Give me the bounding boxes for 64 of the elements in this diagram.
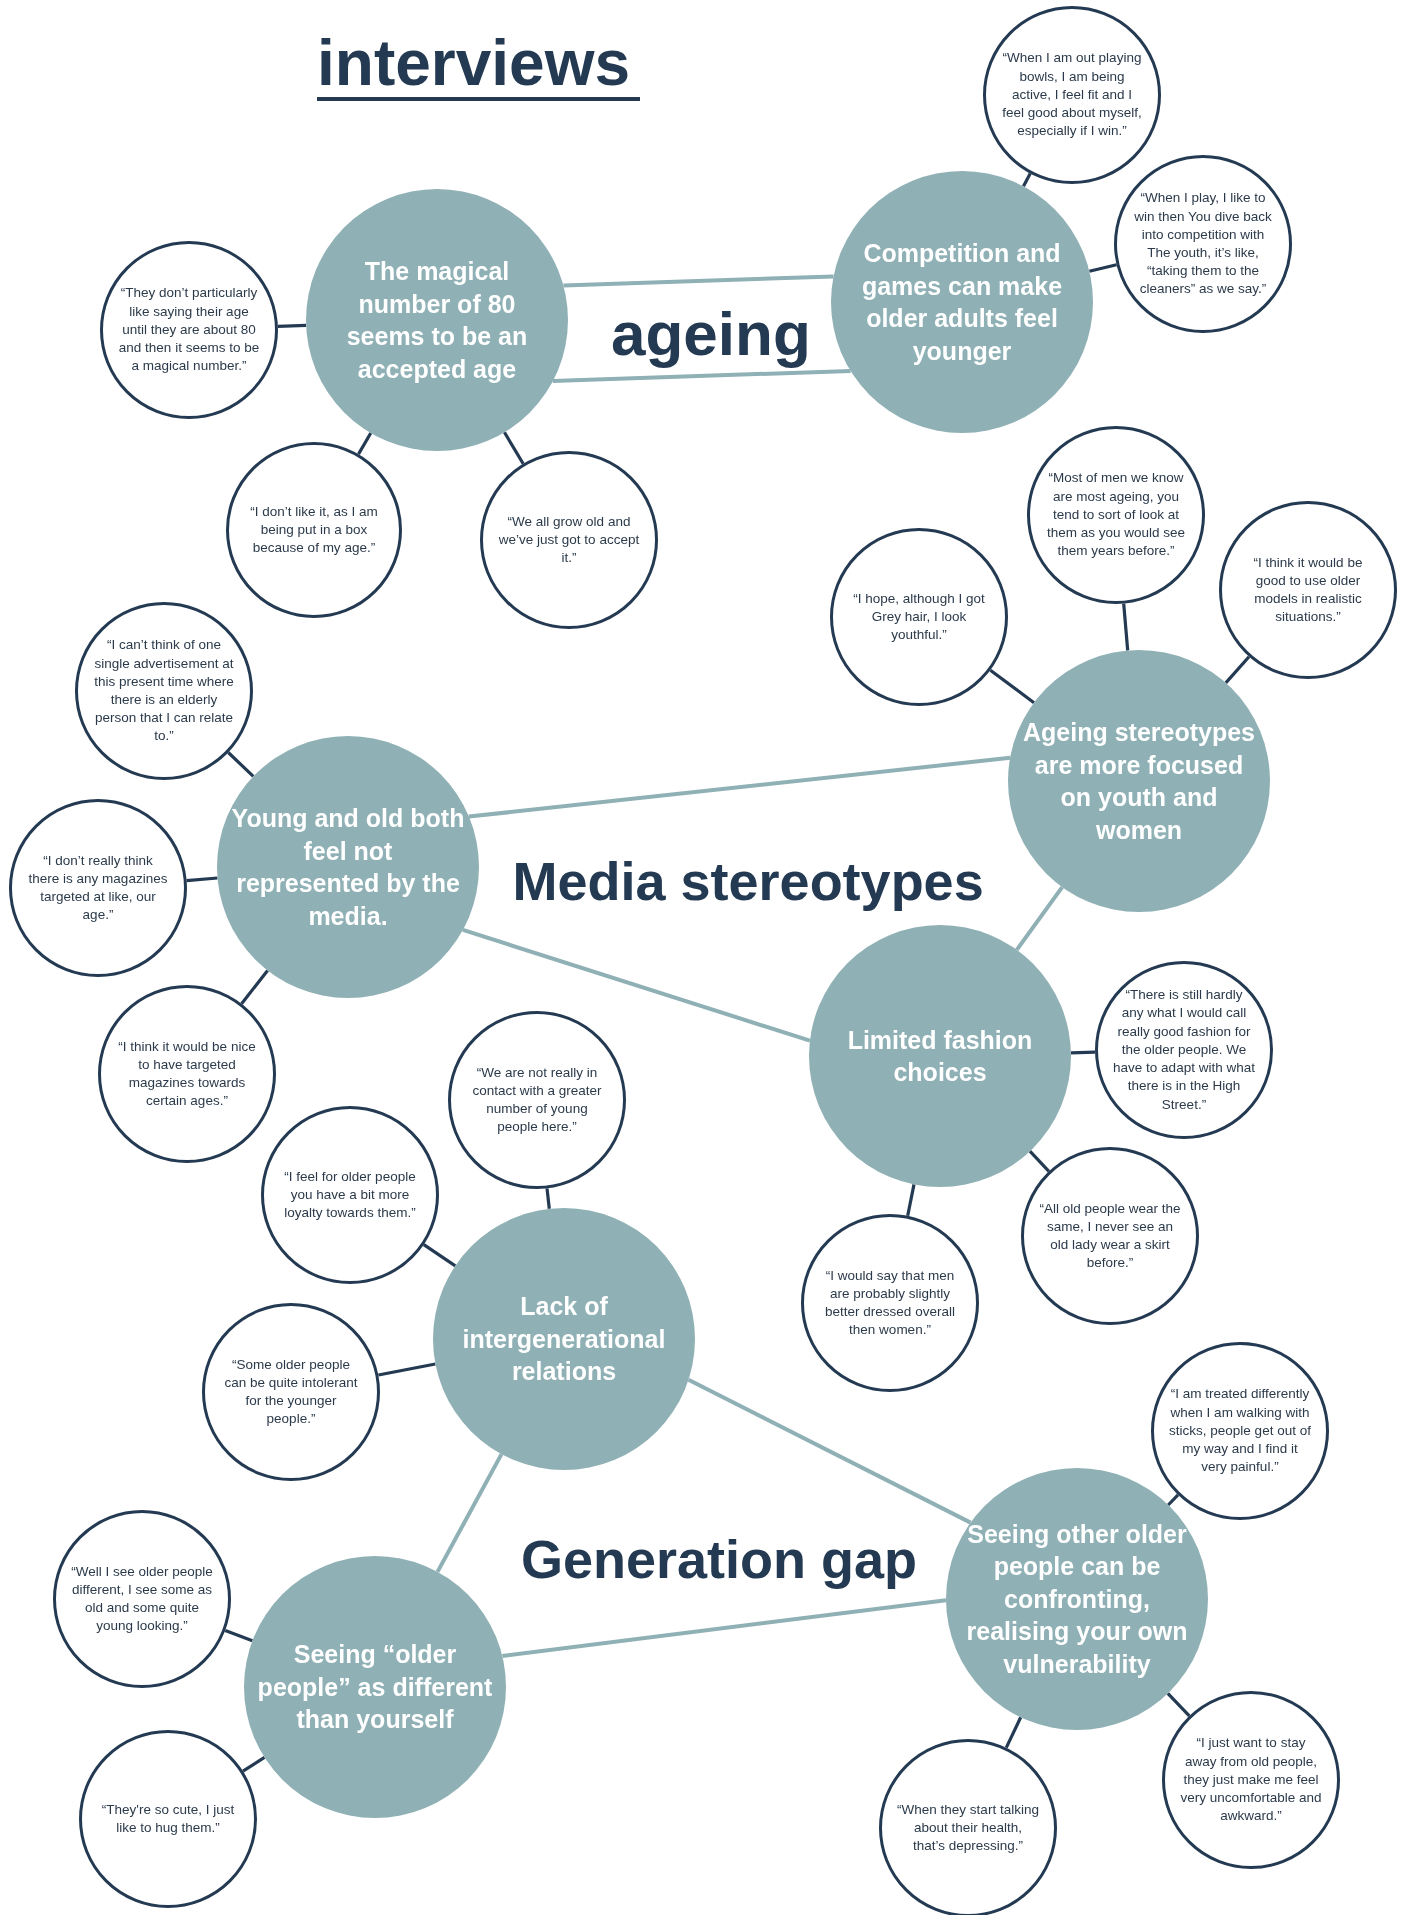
connector-line — [989, 668, 1035, 704]
quote-text: “There is still hardly any what I would call really good fashion for the older people. We have to adapt with what there is in the High Street.” — [1113, 986, 1255, 1114]
quote-text: “I think it would be good to use older models in realistic situations.” — [1252, 553, 1364, 627]
connector-line — [1070, 1050, 1096, 1055]
theme-link-line — [435, 1453, 504, 1573]
section-heading: Generation gap — [521, 1528, 918, 1590]
theme-text: Young and old both feel not represented by the media. — [230, 803, 466, 932]
theme-link-line — [502, 1598, 947, 1658]
quote-text: “I just want to stay away from old people, they just make me feel very uncomfortable and awkward.” — [1180, 1734, 1322, 1826]
theme-text: Ageing stereotypes are more focused on youth and women — [1022, 717, 1256, 846]
quote-text: “I think it would be nice to have targeted magazines towards certain ages.” — [117, 1037, 257, 1111]
connector-line — [422, 1243, 457, 1268]
quote-text: “When I am out playing bowls, I am being active, I feel fit and I feel good about myself, especially if I win.” — [1001, 49, 1143, 141]
quote-text: “They don’t particularly like saying their age until they are about 80 and then it seems to be a magical number.” — [118, 284, 260, 376]
connector-line — [1022, 172, 1032, 188]
quote-text: “I hope, although I got Grey hair, I look youthful.” — [852, 589, 986, 645]
theme-link-line — [552, 368, 851, 384]
connector-line — [1224, 655, 1251, 684]
connector-line — [1004, 1716, 1023, 1749]
quote-text: “All old people wear the same, I never see an old lady wear a skirt before.” — [1039, 1199, 1181, 1273]
connector-line — [503, 431, 525, 465]
connector-line — [227, 751, 255, 778]
theme-link-line — [462, 928, 811, 1043]
connector-line — [242, 1756, 266, 1773]
connector-line — [1122, 603, 1130, 651]
section-heading: Media stereotypes — [512, 850, 984, 912]
theme-text: Seeing other older people can be confronting, realising your own vulnerability — [965, 1518, 1189, 1680]
quote-text: “I can’t think of one single advertisement at this present time where there is an elderly person that I can relate to.” — [93, 636, 235, 746]
connector-line — [906, 1184, 916, 1217]
quote-text: “They're so cute, I just like to hug them.” — [100, 1800, 236, 1837]
connector-line — [545, 1188, 551, 1209]
theme-text: Competition and games can make older adults feel younger — [860, 238, 1064, 367]
quote-text: “When they start talking about their health, that’s depressing.” — [897, 1800, 1039, 1856]
section-heading: ageing — [611, 297, 811, 369]
connector-line — [378, 1362, 436, 1377]
connector-line — [1028, 1150, 1051, 1173]
theme-link-line — [563, 274, 834, 288]
quote-text: “I am treated differently when I am walking with sticks, people get out of my way and I find it very painful.” — [1169, 1385, 1311, 1477]
quote-text: “I would say that men are probably slightly better dressed overall then women.” — [824, 1266, 956, 1340]
connector-line — [277, 323, 307, 328]
page-title: interviews — [317, 30, 641, 102]
theme-link-line — [687, 1377, 972, 1525]
quote-text: “I feel for older people you have a bit more loyalty towards them.” — [283, 1167, 417, 1223]
quote-text: “I don’t like it, as I am being put in a box because of my age.” — [249, 502, 379, 558]
theme-text: The magical number of 80 seems to be an accepted age — [345, 256, 529, 385]
connector-line — [224, 1628, 253, 1643]
quote-text: “We are not really in contact with a greater number of young people here.” — [471, 1063, 603, 1137]
theme-text: Lack of intergenerational relations — [461, 1291, 667, 1388]
connector-line — [357, 432, 373, 455]
quote-text: “When I play, I like to win then You dive back into competition with The youth, it’s like, “taking them to the cleaners” as we say.” — [1133, 189, 1273, 299]
theme-text: Seeing “older people” as different than yourself — [257, 1639, 493, 1736]
quote-text: “Most of men we know are most ageing, you tend to sort of look at them as you would see them years before.” — [1045, 469, 1187, 561]
connector-line — [186, 876, 218, 883]
connector-line — [240, 969, 269, 1005]
quote-text: “I don’t really think there is any magazines targeted at like, our age.” — [27, 851, 169, 925]
quote-text: “Well I see older people different, I see some as old and some quite young looking.” — [71, 1562, 213, 1636]
connector-line — [1167, 1493, 1180, 1507]
connector-line — [1089, 263, 1117, 273]
quote-text: “We all grow old and we’ve just got to accept it.” — [498, 512, 640, 568]
theme-link-line — [1015, 885, 1064, 952]
connector-line — [1166, 1692, 1191, 1717]
quote-text: “Some older people can be quite intolerant for the younger people.” — [223, 1355, 359, 1429]
theme-text: Limited fashion choices — [846, 1024, 1034, 1088]
theme-link-line — [468, 755, 1011, 819]
